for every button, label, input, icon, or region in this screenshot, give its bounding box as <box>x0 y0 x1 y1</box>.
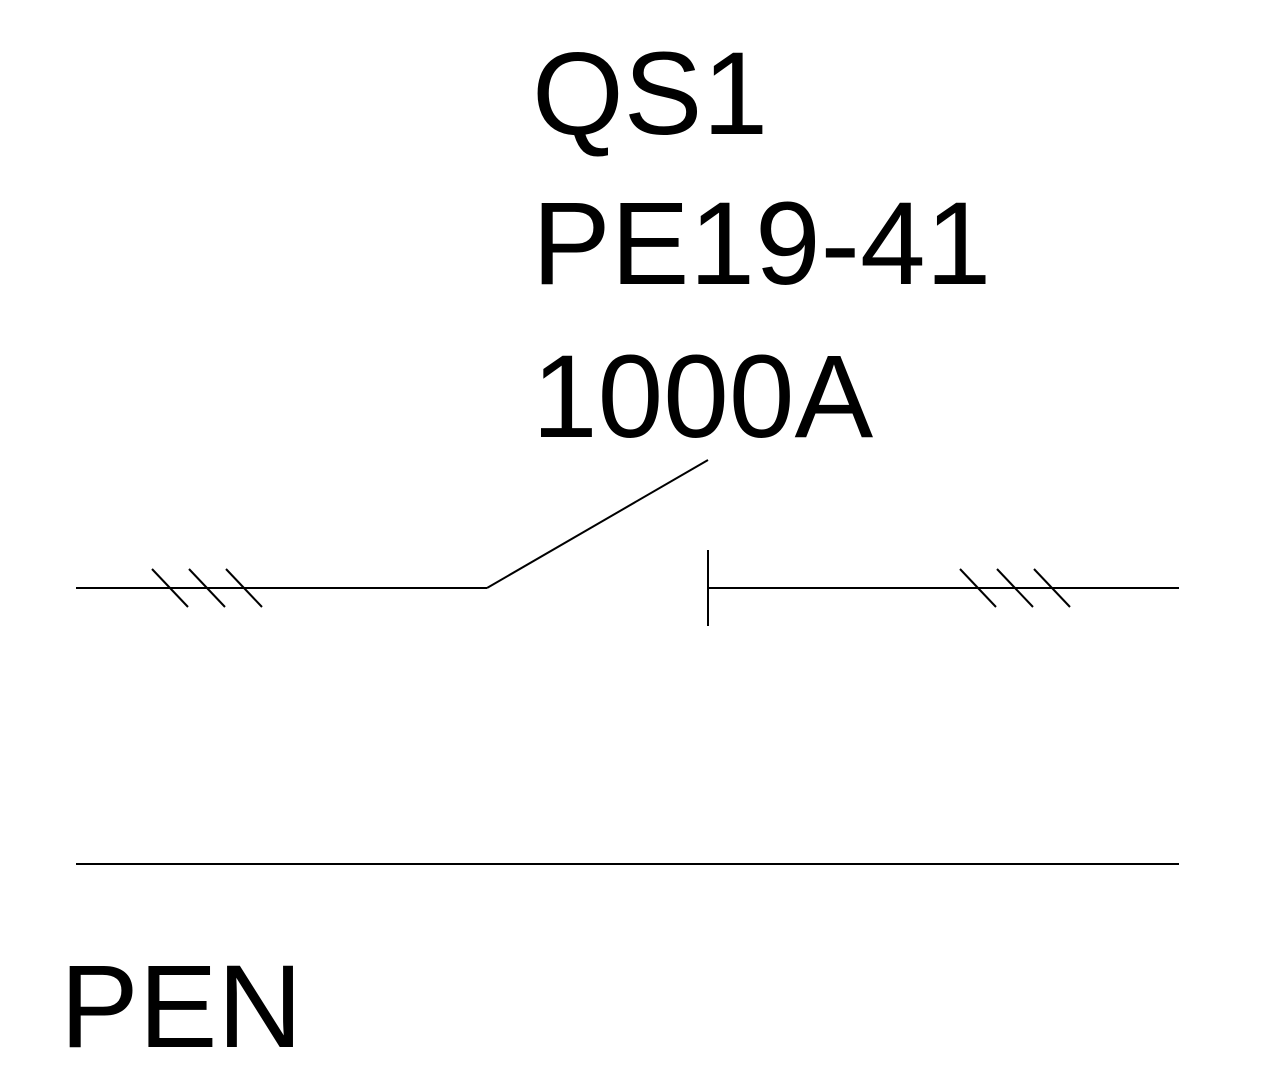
pole-mark <box>996 568 1034 608</box>
pole-mark <box>959 568 997 608</box>
pole-mark <box>188 568 226 608</box>
pen-conductor-label: PEN <box>60 941 303 1073</box>
switch-model-label: PE19-41 <box>532 178 992 310</box>
pole-mark <box>225 568 263 608</box>
incoming-three-pole-marks <box>151 568 263 608</box>
outgoing-three-pole-marks <box>959 568 1071 608</box>
switch-designation-label: QS1 <box>532 28 769 160</box>
switch-blade <box>486 459 709 589</box>
pole-mark <box>1033 568 1071 608</box>
pole-mark <box>151 568 189 608</box>
switch-rating-label: 1000A <box>532 331 874 463</box>
